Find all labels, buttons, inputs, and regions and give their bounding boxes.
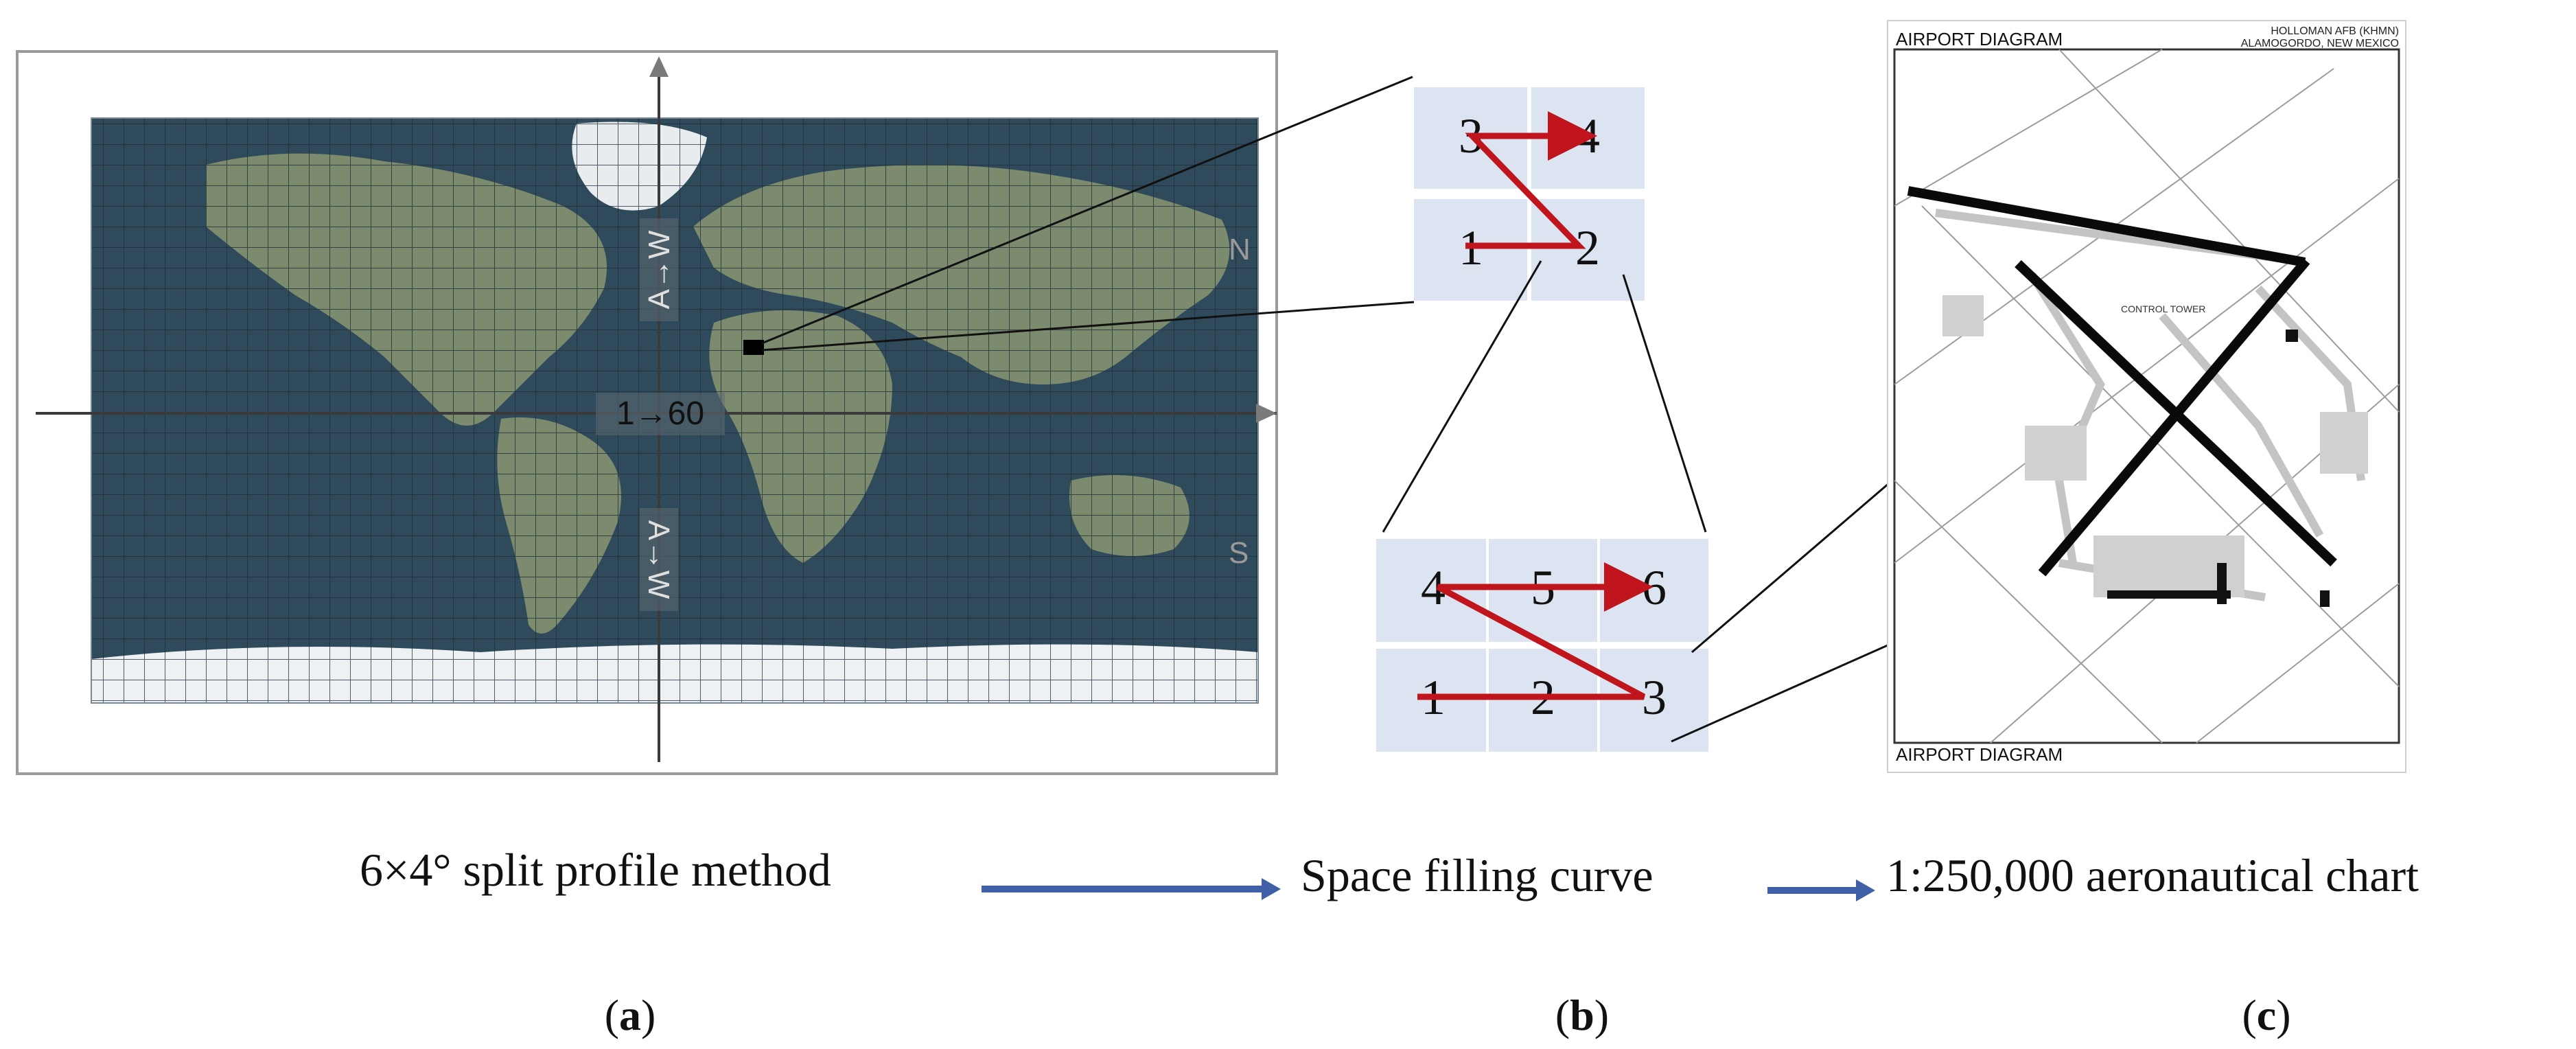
hemisphere-south-label: S: [1229, 536, 1249, 570]
subfig-label-a-letter: a: [619, 991, 641, 1039]
arrow-a-to-b-head: [1262, 878, 1281, 900]
panel-c-airport-diagram: AIRPORT DIAGRAM HOLLOMAN AFB (KHMN) ALAM…: [1887, 20, 2406, 773]
subfigure-labels: (a) (b) (c): [605, 991, 2291, 1039]
chart-border: [1893, 48, 2400, 744]
subfig-label-a: (a): [605, 991, 656, 1039]
subfig-label-b: (b): [1555, 991, 1609, 1039]
vertical-lower-label-box: [640, 508, 678, 611]
vertical-axis-lower-label: A→W: [642, 520, 675, 599]
chart-title-bottom: AIRPORT DIAGRAM: [1896, 744, 2063, 765]
horizontal-axis-arrowhead: [1256, 404, 1277, 423]
horizontal-label-box: [596, 393, 725, 435]
panel-b-space-filling-curve: 3 4 1 2 4 5 6 1 2 3: [1376, 87, 1708, 752]
hemisphere-north-label: N: [1229, 233, 1251, 266]
selected-cell-marker: [743, 340, 764, 355]
step-a-caption: 6×4° split profile method: [360, 844, 831, 896]
flow-row: 6×4° split profile method Space filling …: [360, 844, 2419, 901]
chart-control-tower-label: CONTROL TOWER: [2121, 303, 2205, 314]
chart-runways: [1907, 186, 2337, 577]
top-curve: [1465, 111, 1597, 249]
vertical-upper-label-box: [640, 218, 678, 321]
step-c-caption: 1:250,000 aeronautical chart: [1886, 849, 2419, 901]
chart-buildings: [2107, 330, 2330, 607]
subfig-label-b-letter: b: [1570, 991, 1594, 1039]
bottom-curve: [1417, 562, 1653, 700]
chart-airport-name: HOLLOMAN AFB (KHMN): [2271, 25, 2399, 37]
arrow-b-to-c-head: [1856, 879, 1875, 901]
step-b-caption: Space filling curve: [1301, 849, 1653, 901]
chart-title-top: AIRPORT DIAGRAM: [1896, 29, 2063, 49]
vertical-axis-arrowhead: [649, 56, 669, 77]
top-grid: 3 4 1 2: [1414, 87, 1645, 301]
chart-location: ALAMOGORDO, NEW MEXICO: [2241, 38, 2399, 49]
subfig-label-c-letter: c: [2257, 991, 2276, 1039]
bottom-grid: 4 5 6 1 2 3: [1376, 539, 1708, 752]
bottom-cell-3: 3: [1642, 670, 1667, 725]
panel-a-world-map: 1→60 A→W A→W N S: [16, 50, 1278, 775]
subfig-label-c: (c): [2242, 991, 2290, 1039]
vertical-axis-upper-label: A→W: [642, 230, 676, 309]
chart-paper: [1887, 20, 2406, 773]
horizontal-axis-label: 1→60: [616, 395, 704, 432]
zoom-lines-a-to-b: [761, 76, 1415, 351]
